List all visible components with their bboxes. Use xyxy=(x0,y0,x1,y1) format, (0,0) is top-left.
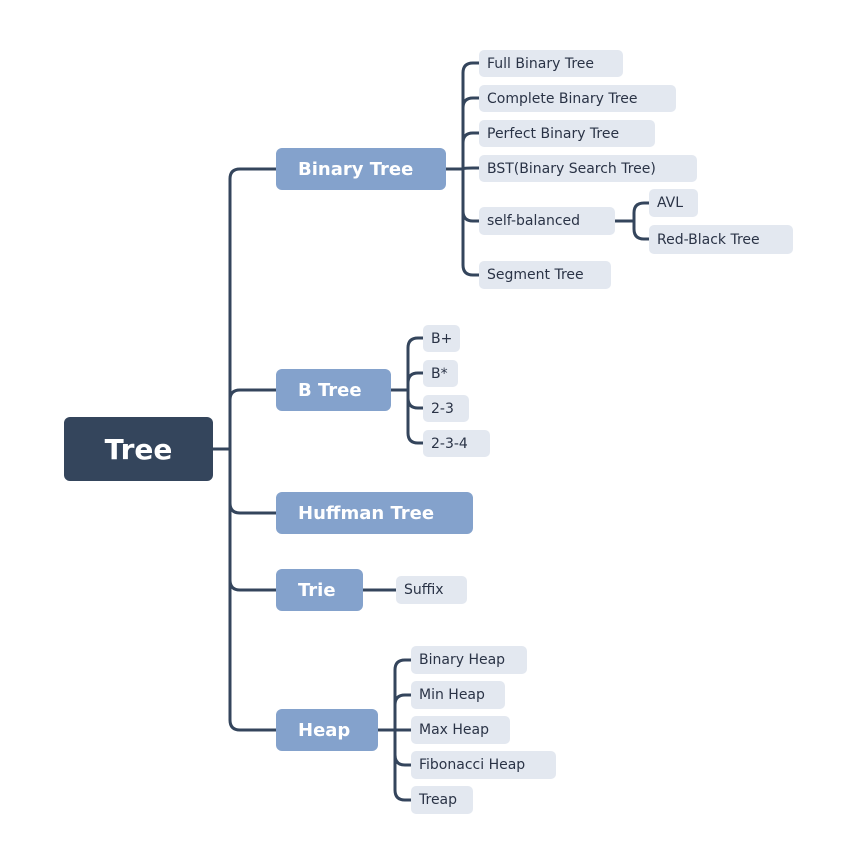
branch-binary-tree[interactable]: Binary Tree xyxy=(276,148,446,190)
leaf-bst[interactable]: BST(Binary Search Tree) xyxy=(479,155,697,182)
connector-line xyxy=(389,336,425,445)
branch-huffman-tree[interactable]: Huffman Tree xyxy=(276,492,473,534)
leaf-b-star[interactable]: B* xyxy=(423,360,458,387)
leaf-fibonacci-heap[interactable]: Fibonacci Heap xyxy=(411,751,556,779)
connector-line xyxy=(444,61,481,277)
connector-line xyxy=(613,201,651,241)
leaf-max-heap[interactable]: Max Heap xyxy=(411,716,510,744)
leaf-segment-tree[interactable]: Segment Tree xyxy=(479,261,611,289)
branch-b-tree[interactable]: B Tree xyxy=(276,369,391,411)
branch-heap[interactable]: Heap xyxy=(276,709,378,751)
root-node[interactable]: Tree xyxy=(64,417,213,481)
leaf-binary-heap[interactable]: Binary Heap xyxy=(411,646,527,674)
leaf-perfect-binary-tree[interactable]: Perfect Binary Tree xyxy=(479,120,655,147)
leaf-avl[interactable]: AVL xyxy=(649,189,698,217)
connector-line xyxy=(376,658,413,802)
leaf-red-black-tree[interactable]: Red-Black Tree xyxy=(649,225,793,254)
leaf-treap[interactable]: Treap xyxy=(411,786,473,814)
branch-trie[interactable]: Trie xyxy=(276,569,363,611)
leaf-min-heap[interactable]: Min Heap xyxy=(411,681,505,709)
node-self-balanced[interactable]: self-balanced xyxy=(479,207,615,235)
leaf-2-3[interactable]: 2-3 xyxy=(423,395,469,422)
leaf-suffix[interactable]: Suffix xyxy=(396,576,467,604)
leaf-complete-binary-tree[interactable]: Complete Binary Tree xyxy=(479,85,676,112)
leaf-2-3-4[interactable]: 2-3-4 xyxy=(423,430,490,457)
leaf-b-plus[interactable]: B+ xyxy=(423,325,460,352)
connector-line xyxy=(211,167,278,732)
leaf-full-binary-tree[interactable]: Full Binary Tree xyxy=(479,50,623,77)
